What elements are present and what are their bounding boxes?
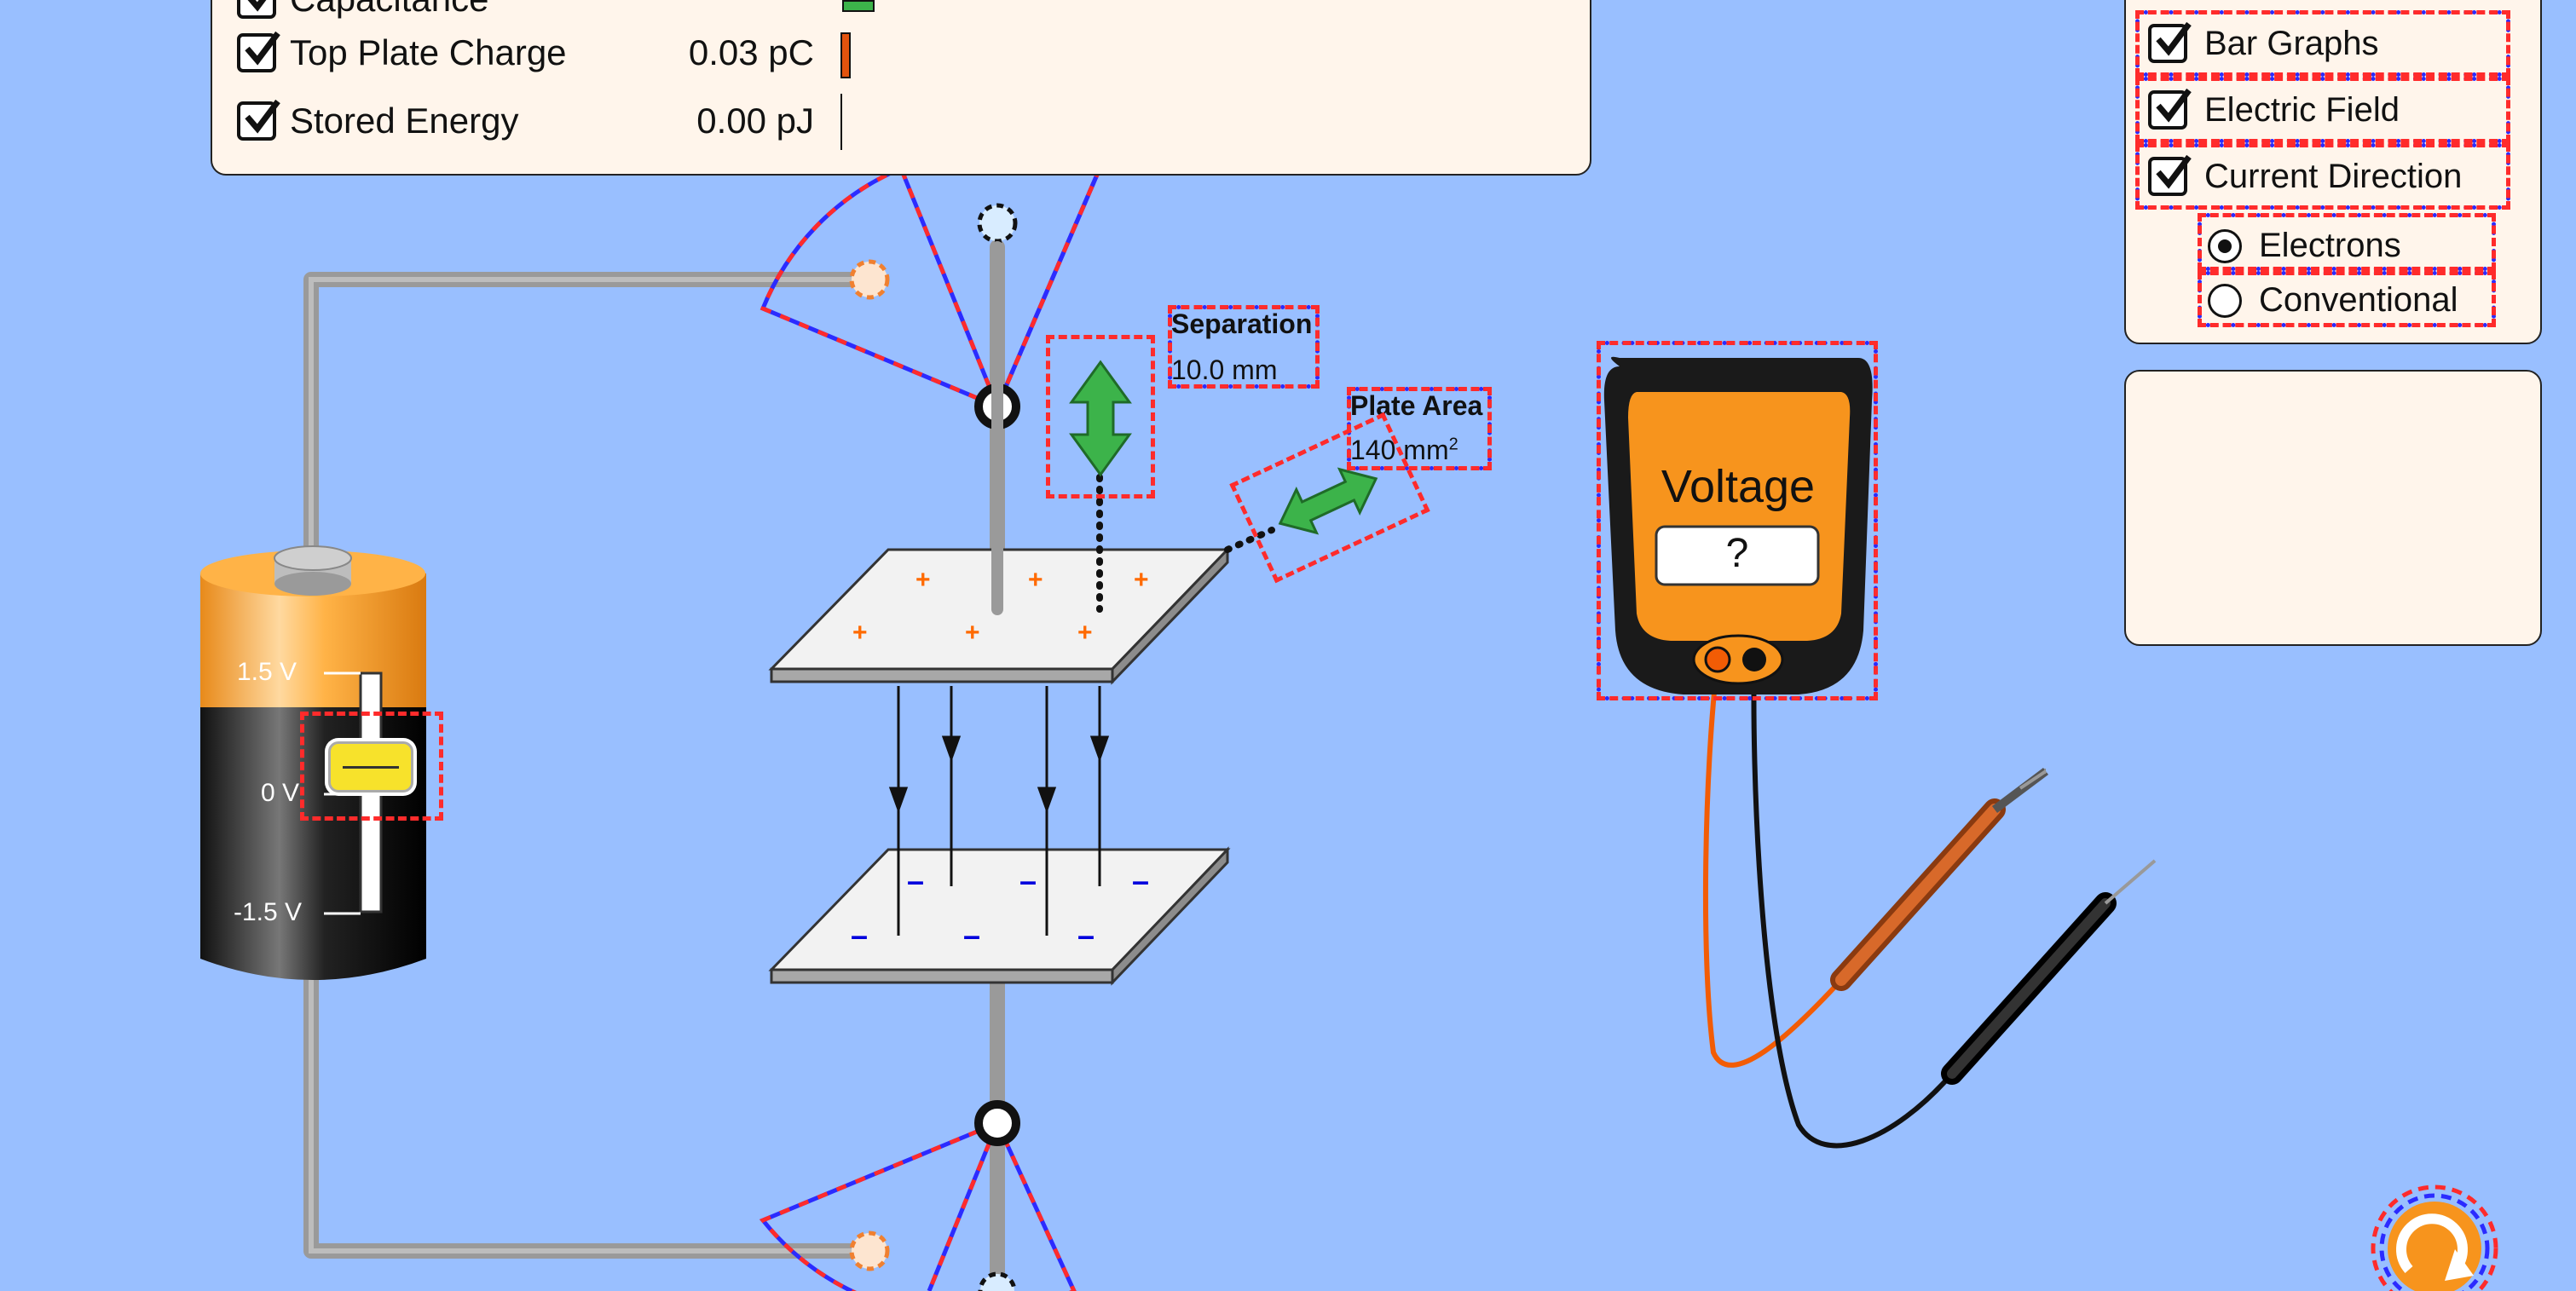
- bar-graphs-focus: [2135, 10, 2510, 77]
- separation-value: 10.0 mm: [1171, 354, 1278, 385]
- checkbox-row-electric-field[interactable]: Electric Field: [2148, 88, 2400, 130]
- checkbox-stored-energy[interactable]: [237, 99, 280, 141]
- checkbox-bar-graphs[interactable]: [2148, 21, 2192, 63]
- minus-sign: –: [1132, 863, 1149, 898]
- electric-field-lines: [888, 686, 1110, 936]
- radio-electrons[interactable]: [2208, 228, 2242, 263]
- plus-sign: +: [965, 619, 980, 647]
- radio-row-electrons[interactable]: Electrons: [2208, 227, 2401, 265]
- value-stored-energy: 0.00 pJ: [696, 101, 814, 141]
- plate-charges: + + + + + + – – – – – –: [851, 566, 1149, 953]
- label-bar-graphs: Bar Graphs: [2204, 24, 2379, 62]
- plate-area-number: 140 mm: [1350, 435, 1449, 465]
- minus-sign: –: [1019, 863, 1037, 898]
- bar-capacitance: [842, 0, 875, 12]
- checkbox-current-direction[interactable]: [2148, 154, 2192, 196]
- electrons-focus: [2198, 213, 2496, 271]
- voltmeter-probe-black-icon[interactable]: [1941, 859, 2157, 1085]
- plus-sign: +: [852, 619, 868, 647]
- plus-sign: +: [915, 566, 931, 594]
- checkmark-icon: [245, 99, 280, 134]
- label-conventional: Conventional: [2259, 281, 2458, 319]
- battery-voltage-slider[interactable]: [328, 741, 413, 792]
- minus-sign: –: [907, 863, 924, 898]
- plate-area-title: Plate Area: [1350, 390, 1483, 421]
- bottom-plate: [768, 846, 1231, 986]
- area-leader: [1224, 527, 1275, 553]
- plate-area-unit-exponent: 2: [1448, 435, 1458, 454]
- plate-area-value: 140 mm2: [1350, 435, 1458, 466]
- checkmark-icon: [247, 0, 267, 12]
- checkbox-top-plate-charge[interactable]: [237, 31, 280, 72]
- double-arrow-vertical-icon[interactable]: [1069, 360, 1132, 477]
- label-capacitance: Capacitance: [290, 0, 488, 20]
- checkmark-icon: [245, 31, 280, 66]
- radio-conventional[interactable]: [2208, 283, 2242, 318]
- checkbox-row-current-direction[interactable]: Current Direction: [2148, 154, 2463, 196]
- value-top-plate-charge: 0.03 pC: [688, 32, 814, 72]
- battery-label-top: 1.5 V: [237, 658, 297, 686]
- separation-title: Separation: [1171, 308, 1313, 339]
- battery: [200, 545, 426, 980]
- plate-area-focus: [1347, 387, 1492, 470]
- voltmeter-focus: [1597, 341, 1878, 700]
- plus-sign: +: [1077, 619, 1093, 647]
- label-electrons: Electrons: [2259, 227, 2401, 264]
- battery-label-bottom: -1.5 V: [234, 898, 303, 926]
- voltmeter-probe-red-icon[interactable]: [1830, 768, 2048, 991]
- battery-label-mid: 0 V: [261, 779, 300, 807]
- conventional-focus: [2198, 271, 2496, 327]
- label-current-direction: Current Direction: [2204, 157, 2463, 195]
- voltmeter-reading: ?: [1725, 531, 1749, 576]
- minus-sign: –: [963, 918, 980, 953]
- plus-sign: +: [1134, 566, 1149, 594]
- separation-handle-focus: [1046, 335, 1155, 499]
- checkbox-electric-field[interactable]: [2148, 88, 2192, 130]
- view-panel: [2124, 0, 2542, 344]
- empty-panel: [2124, 370, 2542, 646]
- checkmark-icon: [2156, 88, 2192, 123]
- radio-row-conventional[interactable]: Conventional: [2208, 281, 2458, 320]
- checkmark-icon: [2156, 154, 2192, 189]
- label-top-plate-charge: Top Plate Charge: [290, 32, 567, 72]
- label-electric-field: Electric Field: [2204, 90, 2400, 129]
- current-direction-focus: [2135, 143, 2510, 210]
- row-top-plate-charge[interactable]: Top Plate Charge: [237, 31, 567, 73]
- double-arrow-diagonal-icon[interactable]: [1270, 457, 1386, 545]
- label-stored-energy: Stored Energy: [290, 101, 519, 141]
- voltmeter-title: Voltage: [1661, 461, 1816, 512]
- checkbox-row-bar-graphs[interactable]: Bar Graphs: [2148, 21, 2379, 63]
- electric-field-focus: [2135, 77, 2510, 143]
- reset-icon[interactable]: [2371, 1184, 2498, 1291]
- separation-focus: [1168, 305, 1320, 389]
- plus-sign: +: [1028, 566, 1043, 594]
- row-capacitance[interactable]: Capacitance: [237, 0, 488, 20]
- voltmeter-leads: [1702, 658, 1955, 1149]
- battery-slider-focus: [300, 712, 443, 821]
- checkmark-icon: [2156, 21, 2192, 56]
- voltmeter[interactable]: [1603, 356, 1873, 694]
- bar-top-plate-charge: [840, 32, 851, 78]
- minus-sign: –: [1077, 918, 1095, 953]
- minus-sign: –: [851, 918, 868, 953]
- bar-stored-energy: [840, 94, 842, 150]
- checkbox-capacitance[interactable]: [237, 0, 276, 19]
- bottom-switch[interactable]: [759, 1100, 1077, 1291]
- row-stored-energy[interactable]: Stored Energy: [237, 99, 519, 141]
- bar-graph-panel: [211, 0, 1591, 176]
